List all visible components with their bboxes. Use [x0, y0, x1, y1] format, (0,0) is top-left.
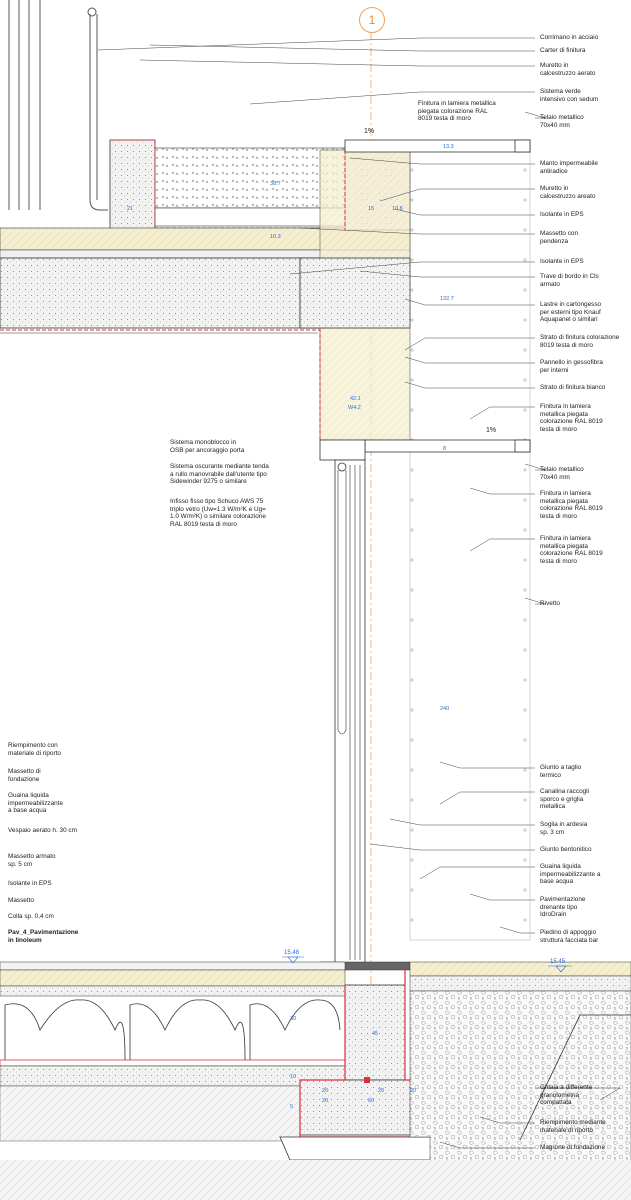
label-lastre: Lastre in cartongesso per esterni tipo K… — [540, 301, 602, 324]
dimension-6: 13.3 — [443, 144, 454, 150]
leader-lines — [97, 37, 621, 1149]
label-oscurante: Sistema oscurante mediante tenda a rullo… — [170, 463, 269, 486]
parapet-wall — [109, 139, 156, 246]
label-muretto-2: Muretto in calcestruzzo areato — [540, 185, 596, 200]
label-massetto-pendenza: Massetto con pendenza — [540, 230, 579, 245]
label-massetto-armato: Massetto armato sp. 5 cm — [8, 853, 56, 868]
label-piedino: Piedino di appoggio struttura facciata b… — [540, 929, 599, 944]
backfill-left — [0, 1085, 301, 1142]
dimension-4: 15 — [368, 206, 374, 212]
lower-fascia — [364, 439, 531, 453]
label-carter: Carter di finitura — [540, 47, 586, 54]
green-roof — [154, 147, 346, 209]
fascia-slope: 1% — [486, 427, 497, 434]
label-vespaio: Vespaio aerato h. 30 cm — [8, 827, 77, 834]
label-guaina-sx: Guaina liquida impermeabilizzante a base… — [8, 792, 64, 815]
roller-blind — [337, 462, 347, 472]
dimension-3: 10.3 — [270, 234, 281, 240]
label-giunto-taglio: Giunto a taglio termico — [540, 764, 582, 779]
label-massetto-fondazione: Massetto di fondazione — [8, 768, 41, 783]
dimension-11: 240 — [440, 706, 449, 712]
dimension-10: 8 — [443, 446, 446, 452]
ventilated-crawlspace — [4, 999, 341, 1061]
label-isolante-1: Isolante in EPS — [540, 211, 584, 218]
label-soglia: Soglia in ardesia sp. 3 cm — [540, 821, 588, 836]
label-muretto-1: Muretto in calcestruzzo aerato — [540, 62, 596, 77]
dimension-19: 60 — [368, 1098, 374, 1104]
level-label-interior: 15.48 — [284, 950, 300, 956]
osb-monoblock — [319, 439, 366, 461]
label-massetto-sx: Massetto — [8, 897, 34, 904]
label-isolante-sx: Isolante in EPS — [8, 880, 52, 887]
label-colla: Colla sp. 0,4 cm — [8, 913, 54, 920]
dimension-12: 30 — [290, 1016, 296, 1022]
label-finitura-lamiera-1: Finitura in lamiera metallica piegata co… — [540, 403, 603, 433]
foundation-footing — [299, 1079, 431, 1136]
label-pavimentazione: Pavimentazione drenante tipo IdroDrain — [540, 896, 586, 919]
label-infisso: Infisso fisso tipo Schuco AWS 75 triplo … — [170, 498, 266, 528]
dimension-17: 20 — [378, 1088, 384, 1094]
dimension-8: 42.1 — [350, 396, 361, 402]
level-marker-interior — [282, 956, 304, 964]
roof-slope: 1% — [364, 128, 375, 135]
dimension-13: 10 — [290, 1074, 296, 1080]
draining-paving — [409, 961, 631, 977]
label-telaio-2: Telaio metallico 70x40 mm — [540, 466, 584, 481]
drainage-layer — [154, 207, 346, 227]
dimension-18: 20 — [410, 1088, 416, 1094]
label-rivetto: Rivetto — [540, 600, 560, 607]
axis-marker: 1 — [359, 7, 385, 33]
label-finitura-lamiera-3: Finitura in lamiera metallica piegata co… — [540, 535, 603, 565]
dimension-16: 20 — [322, 1088, 328, 1094]
label-riempimento-dx: Riempimento mediante materiale di riport… — [540, 1119, 606, 1134]
label-monoblocco: Sistema monoblocco in OSB per ancoraggio… — [170, 439, 245, 454]
label-riempimento-sx: Riempimento con materiale di riporto — [8, 742, 61, 757]
level-marker-exterior — [548, 965, 572, 973]
label-corrimano: Corrimano in acciaio — [540, 34, 599, 41]
label-pav4: Pav_4_Pavimentazione in linoleum — [8, 929, 79, 944]
reinforced-screed — [0, 985, 346, 997]
top-fascia — [344, 139, 531, 153]
dimension-5: 10.8 — [392, 206, 403, 212]
label-finitura-lamiera-2: Finitura in lamiera metallica piegata co… — [540, 490, 603, 520]
label-strato-finitura-1: Strato di finitura colorazione 8019 test… — [540, 334, 620, 349]
label-magrone: Magrone di fondazione — [540, 1144, 606, 1151]
dimension-14: 5 — [290, 1104, 293, 1110]
floor-insulation — [0, 969, 346, 987]
level-label-exterior: 15.45 — [550, 959, 566, 965]
metal-cladding — [409, 149, 531, 941]
label-isolante-2: Isolante in EPS — [540, 258, 584, 265]
bentonite-joint — [364, 1077, 370, 1083]
dimension-20: 20 — [322, 1098, 328, 1104]
roof-slab — [0, 257, 321, 329]
label-giunto-bento: Giunto bentonitico — [540, 846, 592, 853]
label-canalina: Canalina raccogli sporco e griglia metal… — [540, 788, 590, 811]
dimension-2: 38.7 — [270, 181, 281, 187]
label-strato-bianco: Strato di finitura bianco — [540, 384, 606, 391]
rivets — [410, 168, 527, 922]
dimension-9: W4.2 — [348, 405, 361, 411]
label-manto: Manto impermeabile antiradice — [540, 160, 598, 175]
label-sistema-verde: Sistema verde intensivo con sedum — [540, 88, 599, 103]
label-pannello: Pannello in gessofibra per interni — [540, 359, 603, 374]
floor-finish — [0, 961, 346, 971]
dimension-labels: 21 38.7 10.3 15 10.8 13.3 132.7 42.1W4.2 8 240 30 1… — [127, 144, 454, 1110]
railing — [8, 0, 108, 211]
label-trave: Trave di bordo in Cls armato — [540, 273, 599, 288]
dimension-7: 132.7 — [440, 296, 454, 302]
lean-concrete — [279, 1136, 451, 1161]
label-ghiaia: Ghiaia a differente granulometria compat… — [540, 1084, 593, 1107]
label-guaina-dx: Guaina liquida impermeabilizzante a base… — [540, 863, 601, 886]
label-telaio-1: Telaio metallico 70x40 mm — [540, 114, 584, 129]
dimension-15: 45 — [372, 1031, 378, 1037]
label-finitura-top: Finitura in lamiera metallica piegata co… — [418, 100, 496, 123]
dimension-1: 21 — [127, 206, 133, 212]
